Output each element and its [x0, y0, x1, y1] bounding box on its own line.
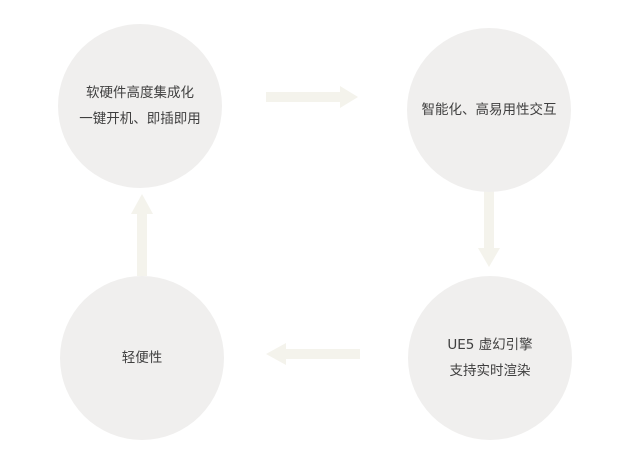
arrow-left: [266, 343, 360, 365]
node-label-line: 一键开机、即插即用: [79, 111, 201, 127]
node-label-line: 智能化、高易用性交互: [421, 102, 557, 118]
node-label-line: 软硬件高度集成化: [86, 85, 194, 101]
arrow-right: [266, 86, 358, 108]
node-label-line: 支持实时渲染: [449, 363, 531, 379]
node-hardware-integration: 软硬件高度集成化 一键开机、即插即用: [58, 24, 222, 188]
node-label-line: 轻便性: [121, 350, 163, 366]
node-portability: 轻便性: [60, 276, 224, 440]
arrow-up: [131, 194, 153, 276]
node-label-line: UE5 虚幻引擎: [447, 337, 533, 353]
arrow-down: [478, 187, 500, 267]
node-ue5-rendering: UE5 虚幻引擎 支持实时渲染: [408, 276, 572, 440]
node-intelligent-interaction: 智能化、高易用性交互: [407, 28, 571, 192]
